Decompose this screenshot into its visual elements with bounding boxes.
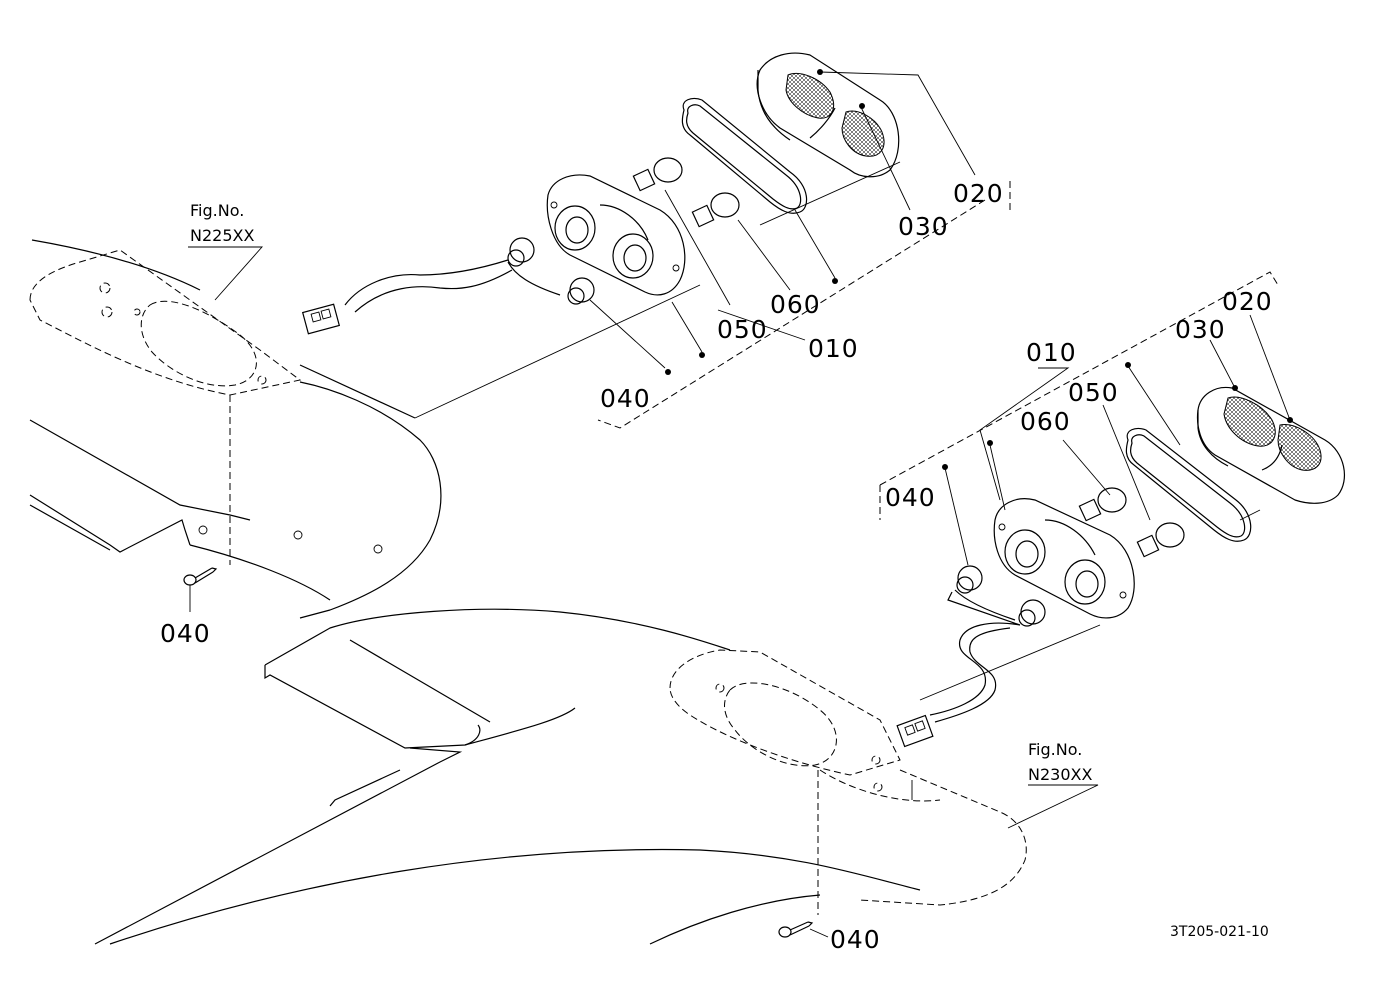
fig-ref-right-line1: Fig.No. <box>1028 740 1082 759</box>
lower-gasket <box>1125 427 1252 542</box>
callout-screw-left-040: 040 <box>160 619 211 648</box>
right-fender <box>94 608 1027 945</box>
callout-lower-050: 050 <box>1068 378 1119 407</box>
lower-lamp-assembly <box>879 271 1346 748</box>
callout-upper-020: 020 <box>953 179 1004 208</box>
callout-lower-060: 060 <box>1020 407 1071 436</box>
callout-screw-right-040: 040 <box>830 925 881 954</box>
upper-base-plate <box>546 174 686 296</box>
fig-ref-right-leader <box>1007 784 1099 829</box>
callout-lower-040: 040 <box>885 483 936 512</box>
fig-ref-right-line2: N230XX <box>1028 765 1092 784</box>
fig-ref-left-line1: Fig.No. <box>190 201 244 220</box>
lower-bulb-050 <box>1136 522 1185 558</box>
left-screw <box>183 567 218 612</box>
drawing-code: 3T205-021-10 <box>1170 924 1269 940</box>
callout-lower-020: 020 <box>1222 287 1273 316</box>
lower-bulb-060 <box>1078 487 1127 522</box>
callout-upper-060: 060 <box>770 290 821 319</box>
left-fender <box>29 239 442 619</box>
lower-harness <box>896 565 1046 748</box>
callout-lower-010: 010 <box>1026 338 1077 367</box>
upper-bulb-060 <box>691 192 740 228</box>
upper-harness <box>301 237 595 335</box>
callout-upper-010: 010 <box>808 334 859 363</box>
upper-gasket <box>681 97 808 214</box>
callout-upper-040: 040 <box>600 384 651 413</box>
upper-bulb-050 <box>632 157 683 192</box>
lower-base-plate <box>993 498 1135 619</box>
right-screw <box>778 921 829 938</box>
callout-upper-050: 050 <box>717 315 768 344</box>
callout-upper-030: 030 <box>898 212 949 241</box>
lower-lens-housing <box>1196 386 1346 504</box>
upper-lamp-assembly <box>301 52 1011 429</box>
callout-lower-030: 030 <box>1175 315 1226 344</box>
upper-lens-housing <box>756 52 900 178</box>
fig-ref-left-leader <box>188 246 264 301</box>
fig-ref-left-line2: N225XX <box>190 226 254 245</box>
